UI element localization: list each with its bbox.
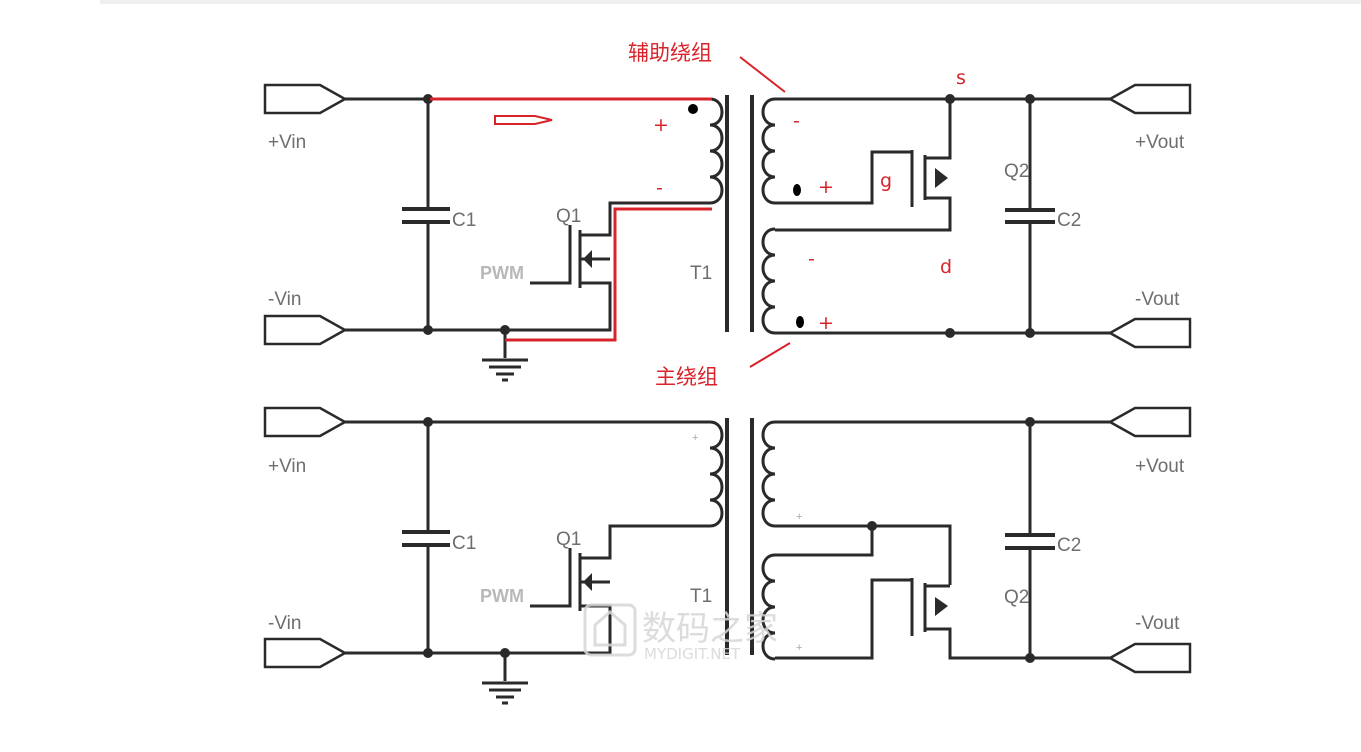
dot-mark: + xyxy=(692,432,698,444)
pwm-label: PWM xyxy=(480,263,524,283)
plus-vout-label: +Vout xyxy=(1135,456,1185,477)
polarity-label: - xyxy=(656,177,663,199)
dot-mark: + xyxy=(796,642,802,654)
dot-mark: + xyxy=(796,511,802,523)
top-circuit: 辅助绕组 主绕组 + - - + - + g s d +Vin -Vin C1 … xyxy=(265,41,1192,389)
polarity-label: + xyxy=(818,312,834,334)
dot-marker xyxy=(688,104,698,114)
minus-vout-label: -Vout xyxy=(1135,613,1180,634)
plus-vin-label: +Vin xyxy=(268,132,306,153)
q2-label: Q2 xyxy=(1004,587,1029,608)
gate-pin-label: g xyxy=(880,170,892,192)
plus-vin-label: +Vin xyxy=(268,456,306,477)
polarity-label: + xyxy=(818,176,834,198)
q1-label: Q1 xyxy=(556,206,581,227)
polarity-label: + xyxy=(653,114,669,136)
aux-winding-label: 辅助绕组 xyxy=(628,41,712,65)
watermark-cn: 数码之家 xyxy=(642,609,778,649)
source-pin-label: s xyxy=(956,67,966,89)
dot-marker xyxy=(796,316,804,328)
minus-vin-label: -Vin xyxy=(268,289,301,310)
dot-marker xyxy=(793,184,801,196)
watermark-en: MYDIGIT.NET xyxy=(644,645,741,663)
house-logo-icon xyxy=(583,603,637,657)
current-path xyxy=(430,97,712,342)
drain-pin-label: d xyxy=(940,256,952,278)
q1-label: Q1 xyxy=(556,529,581,550)
main-winding-label: 主绕组 xyxy=(655,365,718,389)
minus-vout-label: -Vout xyxy=(1135,289,1180,310)
arrow-right-icon xyxy=(494,115,553,125)
watermark: 数码之家 MYDIGIT.NET xyxy=(583,603,778,663)
c2-label: C2 xyxy=(1057,535,1081,556)
c1-label: C1 xyxy=(452,210,476,231)
pwm-label: PWM xyxy=(480,586,524,606)
bottom-circuit: + + + +Vin -Vin C1 Q1 PWM T1 Q2 C2 +Vout… xyxy=(265,408,1192,703)
top-edge-bar xyxy=(100,0,1361,4)
minus-vin-label: -Vin xyxy=(268,613,301,634)
polarity-label: - xyxy=(793,110,800,132)
polarity-label: - xyxy=(808,248,815,270)
q2-label: Q2 xyxy=(1004,161,1029,182)
t1-label: T1 xyxy=(690,263,712,284)
c1-label: C1 xyxy=(452,533,476,554)
t1-label: T1 xyxy=(690,586,712,607)
plus-vout-label: +Vout xyxy=(1135,132,1185,153)
c2-label: C2 xyxy=(1057,210,1081,231)
